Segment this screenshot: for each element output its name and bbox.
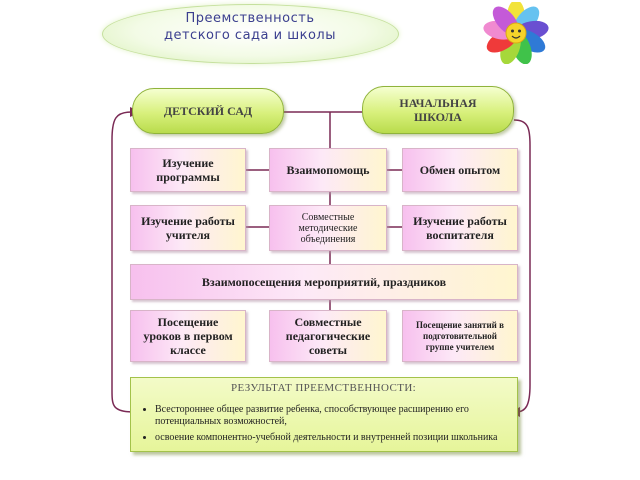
box-text: методические — [298, 222, 358, 234]
kindergarten-pill: ДЕТСКИЙ САД — [132, 88, 284, 134]
kindergarten-label: ДЕТСКИЙ САД — [163, 104, 253, 118]
box-text: Изучение работы — [413, 214, 507, 228]
box-joint-methodical-associations: Совместные методические объединения — [269, 205, 387, 251]
box-text: классе — [170, 343, 206, 357]
box-text: Обмен опытом — [419, 163, 501, 177]
box-text: воспитателя — [426, 228, 494, 242]
box-text: группе учителем — [425, 341, 495, 352]
box-study-teacher-work: Изучение работы учителя — [130, 205, 246, 251]
box-text: советы — [308, 343, 348, 357]
box-joint-pedagogical-councils: Совместные педагогические советы — [269, 310, 387, 362]
box-mutual-help: Взаимопомощь — [269, 148, 387, 192]
diagram-title: Преемственность детского сада и школы — [150, 10, 350, 44]
box-text: Совместные — [294, 315, 362, 329]
result-title: РЕЗУЛЬТАТ ПРЕЕМСТВЕННОСТИ: — [231, 382, 417, 394]
box-text: подготовительной — [423, 330, 497, 341]
result-item: Всестороннее общее развитие ребенка, спо… — [155, 404, 507, 428]
box-text: Взаимопомощь — [286, 163, 370, 177]
box-text: педагогические — [285, 329, 371, 343]
box-study-program: Изучение программы — [130, 148, 246, 192]
box-mutual-visits: Взаимопосещения мероприятий, праздников — [130, 264, 518, 300]
box-text: объединения — [300, 233, 356, 245]
result-block: РЕЗУЛЬТАТ ПРЕЕМСТВЕННОСТИ: Всестороннее … — [130, 377, 518, 452]
box-text: Посещение занятий в — [416, 319, 504, 330]
box-text: Изучение работы — [141, 214, 235, 228]
primary-school-label-line-2: ШКОЛА — [414, 110, 462, 124]
title-line-1: Преемственность — [185, 11, 315, 26]
box-study-educator-work: Изучение работы воспитателя — [402, 205, 518, 251]
primary-school-pill: НАЧАЛЬНАЯ ШКОЛА — [362, 86, 514, 134]
box-text: Посещение — [157, 315, 219, 329]
connector-left-arc — [111, 111, 135, 413]
box-text: уроков в первом — [143, 329, 233, 343]
title-line-2: детского сада и школы — [164, 28, 336, 43]
result-item: освоение компонентно-учебной деятельност… — [155, 432, 507, 444]
box-visit-first-grade: Посещение уроков в первом классе — [130, 310, 246, 362]
box-experience-exchange: Обмен опытом — [402, 148, 518, 192]
box-text: Взаимопосещения мероприятий, праздников — [201, 275, 447, 289]
box-text: Совместные — [301, 211, 355, 223]
box-text: Изучение — [162, 156, 214, 170]
primary-school-label-line-1: НАЧАЛЬНАЯ — [399, 96, 477, 110]
box-text: программы — [156, 170, 220, 184]
flower-icon — [483, 2, 549, 64]
title-cloud — [102, 4, 399, 64]
box-text: учителя — [165, 228, 211, 242]
result-list: Всестороннее общее развитие ребенка, спо… — [141, 404, 507, 444]
connector-right-arc — [513, 119, 531, 413]
box-teacher-visits-preparatory-group: Посещение занятий в подготовительной гру… — [402, 310, 518, 362]
